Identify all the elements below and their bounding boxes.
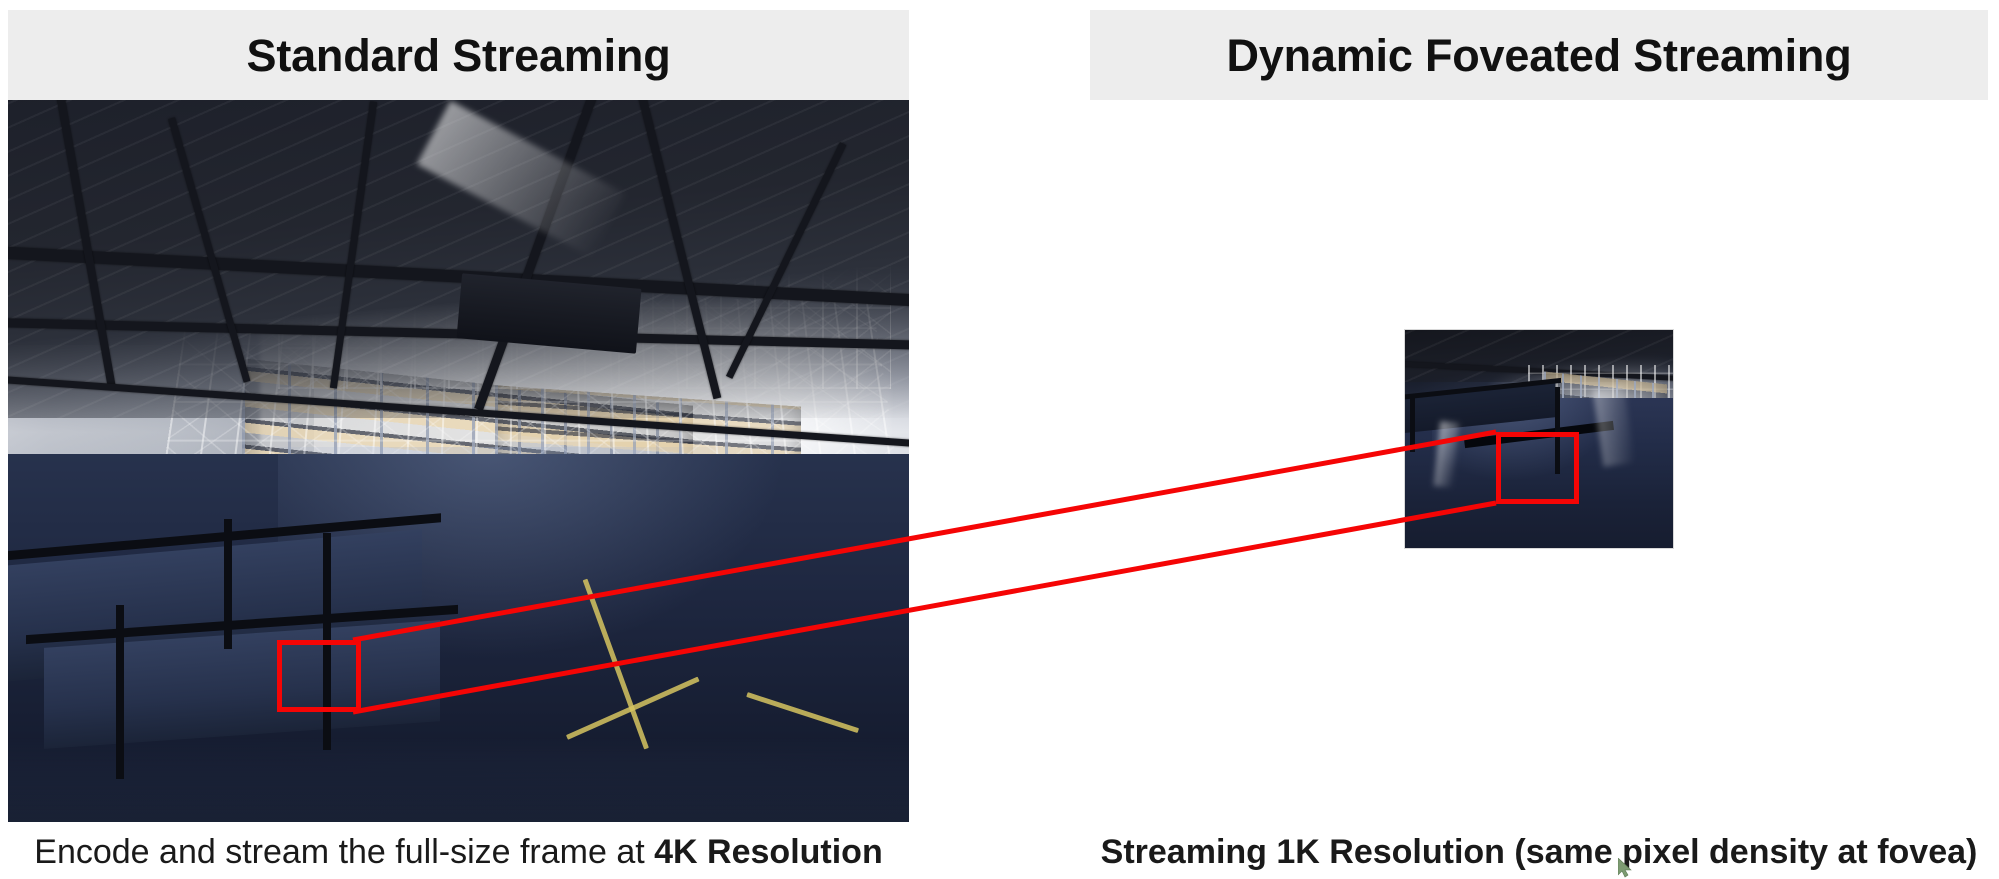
panel-header-foveated: Dynamic Foveated Streaming [1090, 10, 1988, 100]
panel-header-standard: Standard Streaming [8, 10, 909, 100]
warehouse-scene-full [8, 100, 909, 822]
caption-foveated: Streaming 1K Resolution (same pixel dens… [1090, 833, 1988, 871]
panel-title-foveated: Dynamic Foveated Streaming [1226, 29, 1852, 81]
fovea-region-box-standard [277, 640, 361, 712]
caption-standard: Encode and stream the full-size frame at… [8, 833, 909, 871]
guard-rail-post-thumb-2 [1555, 386, 1561, 474]
guard-rail-post-3 [116, 605, 125, 779]
caption-standard-prefix: Encode and stream the full-size frame at [34, 833, 655, 871]
caption-standard-emphasis: 4K Resolution [654, 833, 883, 871]
warehouse-scene-thumbnail [1405, 330, 1673, 548]
guard-rail-post-thumb-1 [1410, 395, 1416, 453]
foveated-streaming-image [1405, 330, 1673, 548]
panel-title-standard: Standard Streaming [246, 29, 671, 81]
mouse-pointer-icon [1618, 858, 1632, 878]
fovea-region-box-foveated [1496, 432, 1579, 504]
caption-foveated-emphasis: Streaming 1K Resolution (same pixel dens… [1100, 833, 1978, 871]
standard-streaming-image [8, 100, 909, 822]
guard-rail-post-1 [224, 518, 233, 649]
